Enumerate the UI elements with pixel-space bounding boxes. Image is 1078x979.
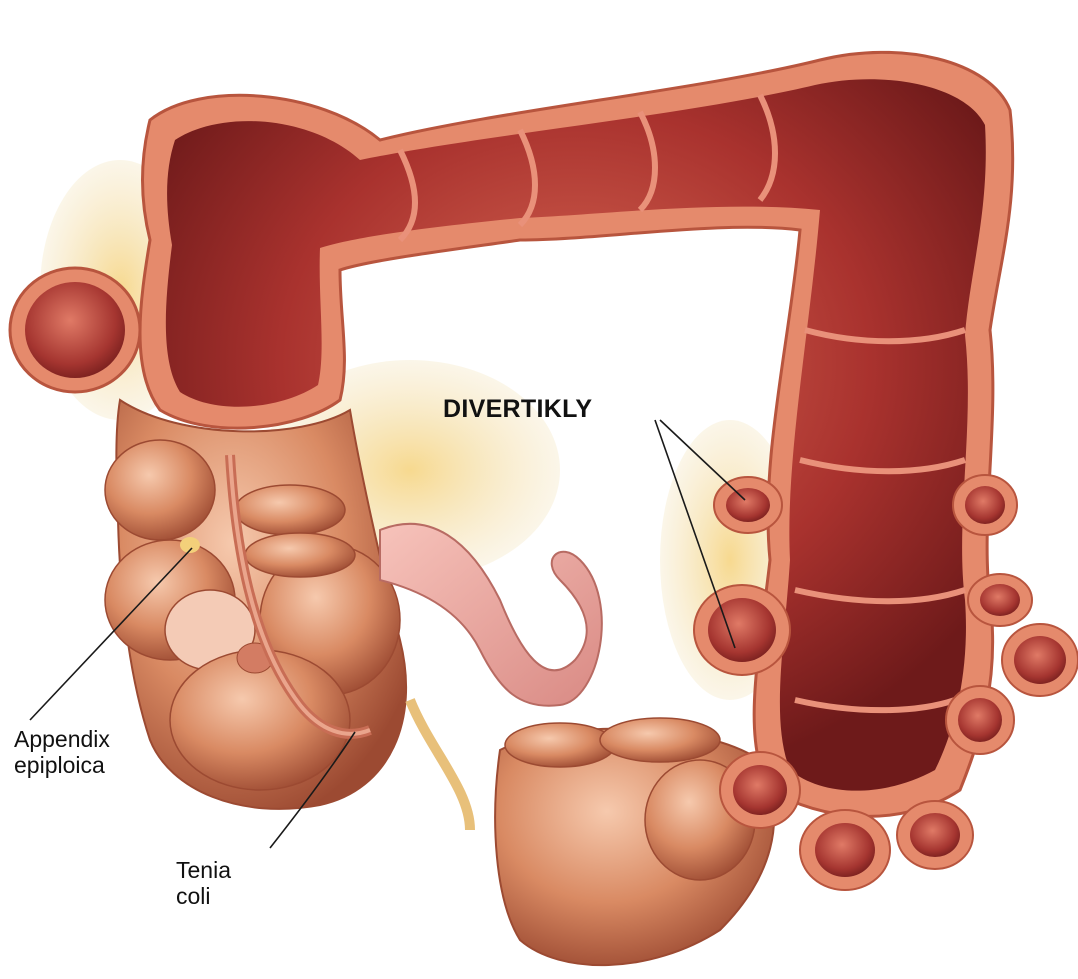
diverticulum-5	[1002, 624, 1078, 696]
diverticulum-2	[694, 585, 790, 675]
diverticulum-9	[897, 801, 973, 869]
tenia-line-1: Tenia	[176, 858, 231, 884]
appendix-line-2: epiploica	[14, 753, 110, 779]
diverticulum-7	[720, 752, 800, 828]
diverticulum-4	[968, 574, 1032, 626]
appendix-line-1: Appendix	[14, 727, 110, 753]
divertikly-label: DIVERTIKLY	[443, 395, 592, 423]
appendix-epiploica-label: Appendix epiploica	[14, 727, 110, 779]
diverticulum-1	[714, 477, 782, 533]
divertikly-text: DIVERTIKLY	[443, 395, 592, 423]
tenia-coli-label: Tenia coli	[176, 858, 231, 910]
diverticulum-8	[800, 810, 890, 890]
tenia-line-2: coli	[176, 884, 231, 910]
diverticulum-6	[946, 686, 1014, 754]
diverticulum-3	[953, 475, 1017, 535]
sigmoid-colon-external	[495, 718, 774, 965]
